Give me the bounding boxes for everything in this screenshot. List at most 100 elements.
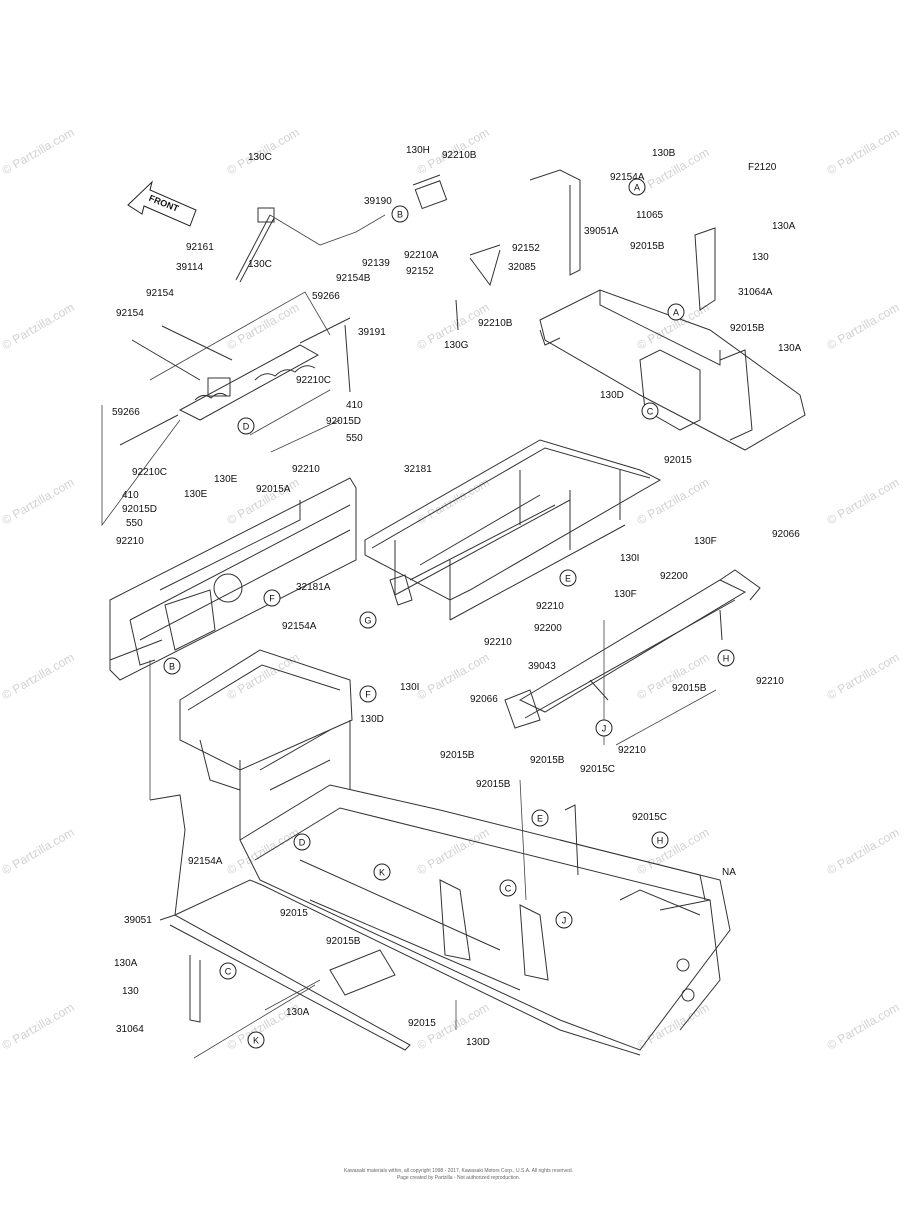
part-label-130d[interactable]: 130D [360,714,384,725]
callout-e[interactable]: E [559,569,577,587]
part-label-130h[interactable]: 130H [406,145,430,156]
part-label-550[interactable]: 550 [346,433,363,444]
part-label-92154a[interactable]: 92154A [610,172,645,183]
part-label-130i[interactable]: 130I [620,553,639,564]
callout-h[interactable]: H [651,831,669,849]
part-label-92015b[interactable]: 92015B [326,936,361,947]
part-label-92066[interactable]: 92066 [772,529,800,540]
part-label-92210[interactable]: 92210 [756,676,784,687]
part-label-92210b[interactable]: 92210B [442,150,477,161]
part-label-130e[interactable]: 130E [214,474,238,485]
callout-d[interactable]: D [293,833,311,851]
part-label-92015b[interactable]: 92015B [630,241,665,252]
part-label-92210a[interactable]: 92210A [404,250,439,261]
part-label-130i[interactable]: 130I [400,682,419,693]
part-label-92210[interactable]: 92210 [292,464,320,475]
part-label-92015c[interactable]: 92015C [580,764,615,775]
callout-f[interactable]: F [263,589,281,607]
part-label-130d[interactable]: 130D [600,390,624,401]
part-label-130f[interactable]: 130F [694,536,717,547]
part-label-92210[interactable]: 92210 [484,637,512,648]
callout-k[interactable]: K [247,1031,265,1049]
part-label-92154[interactable]: 92154 [146,288,174,299]
steering-assembly [101,207,351,527]
part-label-59266[interactable]: 59266 [112,407,140,418]
part-label-39051a[interactable]: 39051A [584,226,619,237]
part-label-32085[interactable]: 32085 [508,262,536,273]
callout-h[interactable]: H [717,649,735,667]
part-label-39114[interactable]: 39114 [176,262,204,273]
part-label-130f[interactable]: 130F [614,589,637,600]
part-label-92154a[interactable]: 92154A [188,856,223,867]
part-label-92161[interactable]: 92161 [186,242,214,253]
part-label-130b[interactable]: 130B [652,148,676,159]
part-label-92210c[interactable]: 92210C [296,375,331,386]
part-label-32181[interactable]: 32181 [404,464,432,475]
part-label-130[interactable]: 130 [122,986,139,997]
part-label-130a[interactable]: 130A [772,221,796,232]
callout-j[interactable]: J [595,719,613,737]
part-label-130c[interactable]: 130C [248,152,272,163]
part-label-92210[interactable]: 92210 [618,745,646,756]
callout-a[interactable]: A [667,303,685,321]
part-label-130c[interactable]: 130C [248,259,272,270]
part-label-92210[interactable]: 92210 [116,536,144,547]
part-label-32181a[interactable]: 32181A [296,582,331,593]
callout-a[interactable]: A [628,178,646,196]
part-label-31064[interactable]: 31064 [116,1024,144,1035]
part-label-92200[interactable]: 92200 [534,623,562,634]
callout-b[interactable]: B [163,657,181,675]
part-label-92139[interactable]: 92139 [362,258,390,269]
part-label-130a[interactable]: 130A [286,1007,310,1018]
part-label-39043[interactable]: 39043 [528,661,556,672]
part-label-92015[interactable]: 92015 [664,455,692,466]
part-label-92152[interactable]: 92152 [406,266,434,277]
part-label-92200[interactable]: 92200 [660,571,688,582]
part-label-92210[interactable]: 92210 [536,601,564,612]
part-label-92015b[interactable]: 92015B [476,779,511,790]
part-label-92015d[interactable]: 92015D [122,504,157,515]
callout-c[interactable]: C [219,962,237,980]
callout-g[interactable]: G [359,611,377,629]
part-label-11065[interactable]: 11065 [636,210,664,221]
callout-j[interactable]: J [555,911,573,929]
part-label-92066[interactable]: 92066 [470,694,498,705]
part-label-92152[interactable]: 92152 [512,243,540,254]
part-label-130e[interactable]: 130E [184,489,208,500]
part-label-130a[interactable]: 130A [778,343,802,354]
part-label-92015d[interactable]: 92015D [326,416,361,427]
part-label-92210c[interactable]: 92210C [132,467,167,478]
part-label-92015c[interactable]: 92015C [632,812,667,823]
part-label-39051[interactable]: 39051 [124,915,152,926]
part-label-na[interactable]: NA [722,867,736,878]
part-label-59266[interactable]: 59266 [312,291,340,302]
part-label-92154[interactable]: 92154 [116,308,144,319]
callout-c[interactable]: C [499,879,517,897]
part-label-130d[interactable]: 130D [466,1037,490,1048]
callout-c[interactable]: C [641,402,659,420]
part-label-92015b[interactable]: 92015B [672,683,707,694]
callout-k[interactable]: K [373,863,391,881]
part-label-92154b[interactable]: 92154B [336,273,371,284]
part-label-39190[interactable]: 39190 [364,196,392,207]
part-label-92154a[interactable]: 92154A [282,621,317,632]
part-label-92210b[interactable]: 92210B [478,318,513,329]
part-label-92015a[interactable]: 92015A [256,484,291,495]
part-label-130g[interactable]: 130G [444,340,469,351]
callout-f[interactable]: F [359,685,377,703]
part-label-31064a[interactable]: 31064A [738,287,773,298]
part-label-130[interactable]: 130 [752,252,769,263]
part-label-92015b[interactable]: 92015B [440,750,475,761]
part-label-92015b[interactable]: 92015B [730,323,765,334]
part-label-550[interactable]: 550 [126,518,143,529]
part-label-130a[interactable]: 130A [114,958,138,969]
callout-d[interactable]: D [237,417,255,435]
part-label-410[interactable]: 410 [122,490,139,501]
part-label-92015[interactable]: 92015 [280,908,308,919]
callout-b[interactable]: B [391,205,409,223]
part-label-39191[interactable]: 39191 [358,327,386,338]
callout-e[interactable]: E [531,809,549,827]
part-label-410[interactable]: 410 [346,400,363,411]
part-label-92015[interactable]: 92015 [408,1018,436,1029]
part-label-92015b[interactable]: 92015B [530,755,565,766]
